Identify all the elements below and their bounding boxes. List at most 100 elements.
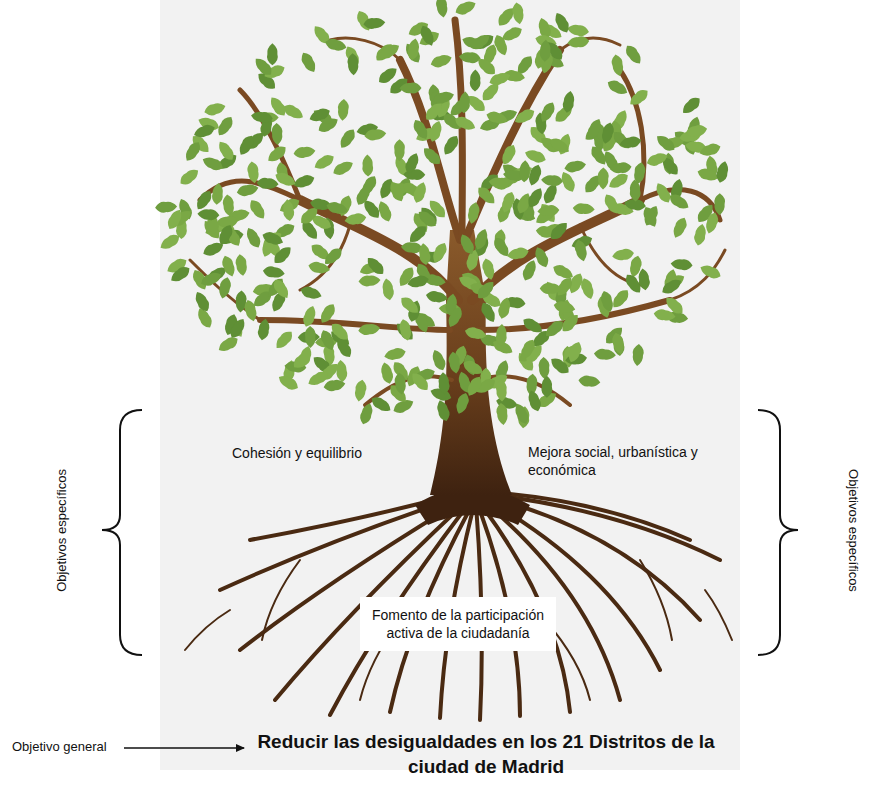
leaf [324, 37, 348, 53]
leaf [438, 372, 451, 395]
leaf [362, 154, 374, 176]
leaf [551, 262, 576, 282]
leaf [679, 94, 703, 117]
pointer-arrow [124, 747, 244, 749]
leaf [377, 41, 401, 62]
leaf [519, 160, 531, 183]
leaf [552, 10, 572, 35]
leaf [511, 2, 525, 25]
leaf [474, 278, 497, 302]
leaf [420, 145, 443, 168]
leaf [698, 262, 723, 281]
background-panel [160, 0, 740, 770]
leaf [558, 170, 577, 195]
leaf [381, 278, 396, 302]
leaf [236, 182, 260, 197]
leaf [667, 191, 691, 212]
leaf [364, 254, 387, 277]
leaf [363, 17, 386, 30]
leaf [192, 122, 216, 140]
leaf [217, 276, 233, 300]
leaf [297, 344, 314, 368]
leaf [563, 159, 587, 174]
leaf [292, 173, 316, 191]
leaf [623, 43, 645, 67]
leaf [260, 229, 284, 250]
leaf [199, 270, 224, 289]
leaf [605, 78, 630, 98]
leaf [301, 304, 318, 328]
leaf [406, 223, 429, 246]
leaf [500, 24, 525, 44]
leaf [410, 117, 430, 141]
leaf [475, 55, 499, 78]
leaf [422, 100, 445, 123]
general-objective: Reducir las desigualdades en los 21 Dist… [248, 730, 724, 779]
leaf [578, 375, 601, 388]
leaf [276, 372, 300, 392]
leaf [250, 110, 273, 124]
leaf [216, 334, 240, 355]
leaf [478, 300, 498, 325]
leaf [540, 283, 562, 294]
leaf [379, 361, 395, 385]
leaf [435, 398, 452, 422]
leaf [220, 254, 238, 278]
leaf [331, 158, 356, 178]
leaf [475, 184, 498, 207]
leaf [553, 300, 577, 315]
leaf [593, 348, 616, 361]
leaf [538, 357, 550, 380]
leaf [561, 90, 576, 114]
bracket-label: Objetivos específicos [54, 469, 71, 592]
leaf [246, 161, 260, 184]
leaf [518, 337, 538, 361]
leaf [629, 179, 641, 202]
leaf [427, 119, 444, 143]
leaf [383, 346, 407, 362]
leaf [227, 316, 248, 340]
leaf [541, 376, 552, 398]
leaf [243, 226, 263, 251]
leaf [585, 117, 604, 142]
leaf [654, 132, 678, 154]
leaf [182, 139, 203, 163]
leaf [559, 311, 582, 335]
leaf [566, 340, 584, 364]
leaf [215, 139, 237, 163]
leaf [429, 348, 448, 373]
leaf [588, 143, 610, 167]
leaf [663, 294, 687, 317]
leaf [547, 219, 570, 242]
leaf [627, 87, 651, 109]
leaf [495, 402, 508, 425]
leaf [693, 223, 708, 247]
leaf [358, 275, 381, 287]
leaf [394, 372, 407, 395]
leaf [541, 174, 564, 186]
leaf [267, 43, 278, 65]
leaf [418, 23, 437, 48]
leaf [606, 171, 630, 192]
leaf [282, 199, 295, 222]
leaf [312, 152, 336, 172]
leaf [262, 265, 285, 279]
leaf [344, 212, 368, 227]
tree-leaves [155, 0, 731, 429]
leaf [337, 99, 349, 122]
tree-roots [185, 492, 732, 720]
leaf [333, 336, 354, 360]
box-text: Fomento de la participación activa de la… [368, 606, 548, 642]
leaf [520, 258, 539, 283]
leaf [429, 52, 453, 69]
leaf [430, 240, 450, 265]
leaf [317, 301, 338, 325]
leaf [453, 0, 478, 17]
leaf [684, 123, 708, 138]
leaf [619, 135, 643, 150]
leaf [670, 215, 689, 240]
leaf [698, 141, 722, 158]
leaf [609, 161, 632, 174]
leaf [461, 358, 486, 378]
